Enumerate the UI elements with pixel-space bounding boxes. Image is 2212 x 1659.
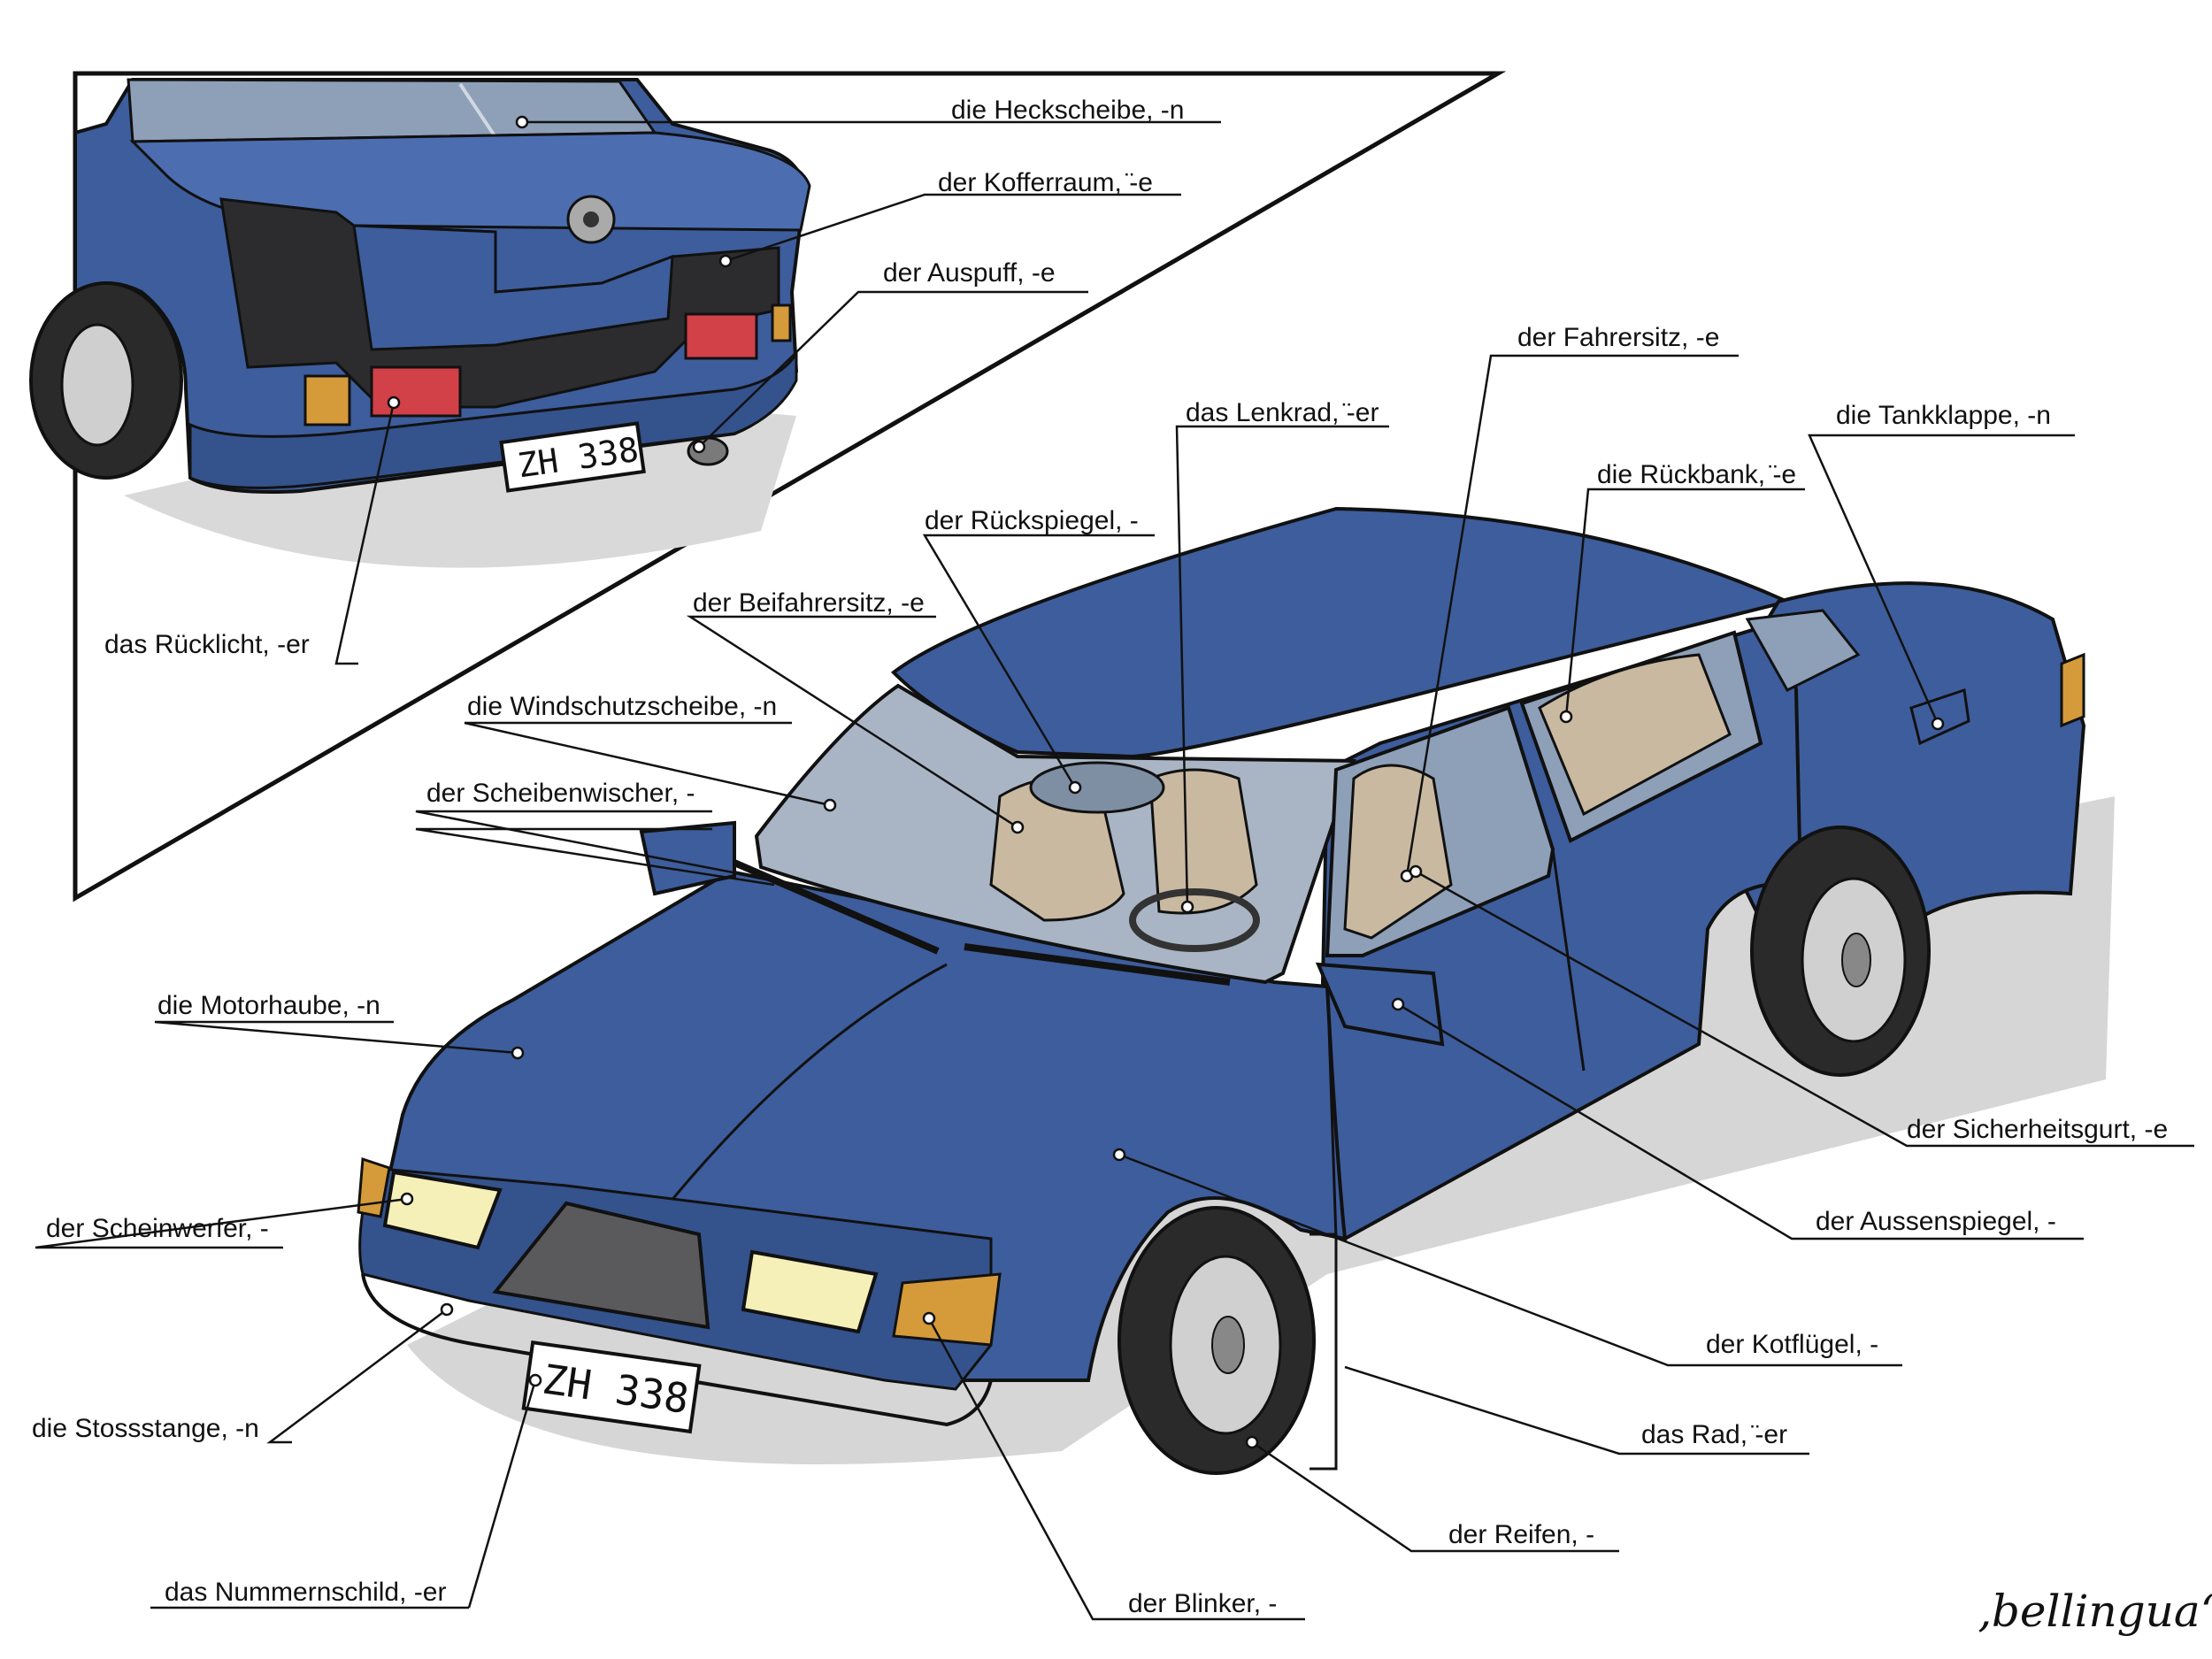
label-kofferraum: der Kofferraum, ̈-e <box>938 168 1153 197</box>
label-reifen: der Reifen, - <box>1448 1520 1595 1549</box>
label-auspuff: der Auspuff, -e <box>883 258 1056 288</box>
door-line-front <box>1325 972 1338 1240</box>
label-beifahrersitz: der Beifahrersitz, -e <box>693 588 925 618</box>
steering-wheel <box>1129 888 1260 952</box>
label-rueckbank: die Rückbank, ̈-e <box>1597 460 1797 489</box>
label-kotfluegel: der Kotflügel, - <box>1706 1330 1879 1359</box>
rear-window-reflex <box>458 82 497 139</box>
label-heckscheibe: die Heckscheibe, -n <box>951 96 1185 125</box>
front-bumper <box>361 1273 993 1427</box>
rear-indicator-left <box>303 374 351 426</box>
label-ruecklicht: das Rücklicht, -er <box>104 630 310 659</box>
side-mirror <box>1315 962 1445 1047</box>
rear-wheel-main-hub <box>1841 933 1871 987</box>
label-nummernschild: das Nummernschild, -er <box>165 1578 447 1607</box>
bellingua-logo: ‚bellingua‘ <box>1978 1586 2212 1637</box>
trunk-lock-core <box>583 211 599 227</box>
label-dots <box>387 115 1945 1449</box>
rear-window <box>127 78 657 143</box>
rear-indicator-right <box>771 303 792 342</box>
hood-crease <box>653 963 948 1222</box>
tail-light-left <box>370 365 462 418</box>
label-fahrersitz: der Fahrersitz, -e <box>1517 323 1720 352</box>
rear-wheel-rim <box>60 323 134 447</box>
label-aussenspiegel: der Aussenspiegel, - <box>1816 1207 2056 1236</box>
label-sicherheitsgurt: der Sicherheitsgurt, -e <box>1907 1115 2169 1144</box>
headlight-right <box>741 1249 879 1334</box>
rear-view-inset: ZH 338 <box>29 71 1507 902</box>
label-scheibenwischer: der Scheibenwischer, - <box>426 779 695 808</box>
trunk-panel <box>352 224 674 351</box>
label-tankklappe: die Tankklappe, -n <box>1836 401 2051 430</box>
label-windschutzscheibe: die Windschutzscheibe, -n <box>467 692 778 721</box>
label-lenkrad: das Lenkrad, ̈-er <box>1186 398 1379 427</box>
rear-plate: ZH 338 <box>499 421 646 493</box>
rad-bracket <box>1310 1233 1338 1471</box>
main-car: ZH 338 <box>357 506 2115 1475</box>
front-seat-through-window <box>1343 764 1453 940</box>
rear-indicator-main <box>2060 652 2085 728</box>
wiper-right <box>964 943 1231 986</box>
door-line-rear <box>1551 849 1586 1071</box>
tail-light-right <box>684 312 758 360</box>
label-scheinwerfer: der Scheinwerfer, - <box>46 1214 269 1243</box>
wiper-left <box>733 859 940 955</box>
car-roof <box>890 506 1793 759</box>
leader-lines <box>35 120 2194 1621</box>
label-stossstange: die Stossstange, -n <box>32 1414 259 1443</box>
fuel-cap <box>1909 688 1970 746</box>
rear-bench-seat <box>1538 653 1732 817</box>
label-rad: das Rad, ̈-er <box>1641 1420 1788 1449</box>
label-motorhaube: die Motorhaube, -n <box>157 991 380 1020</box>
front-grille <box>492 1201 710 1330</box>
headlight-left <box>382 1170 503 1250</box>
front-wheel-hub <box>1211 1316 1245 1374</box>
front-plate: ZH 338 <box>521 1340 702 1434</box>
indicator-right <box>892 1272 1002 1347</box>
rear-quarter-window <box>1745 609 1861 692</box>
label-rueckspiegel: der Rückspiegel, - <box>925 506 1139 535</box>
rear-bumper <box>188 349 798 489</box>
exhaust-pipe <box>687 436 729 466</box>
label-blinker: der Blinker, - <box>1128 1589 1278 1618</box>
rear-view-mirror <box>1029 761 1165 814</box>
